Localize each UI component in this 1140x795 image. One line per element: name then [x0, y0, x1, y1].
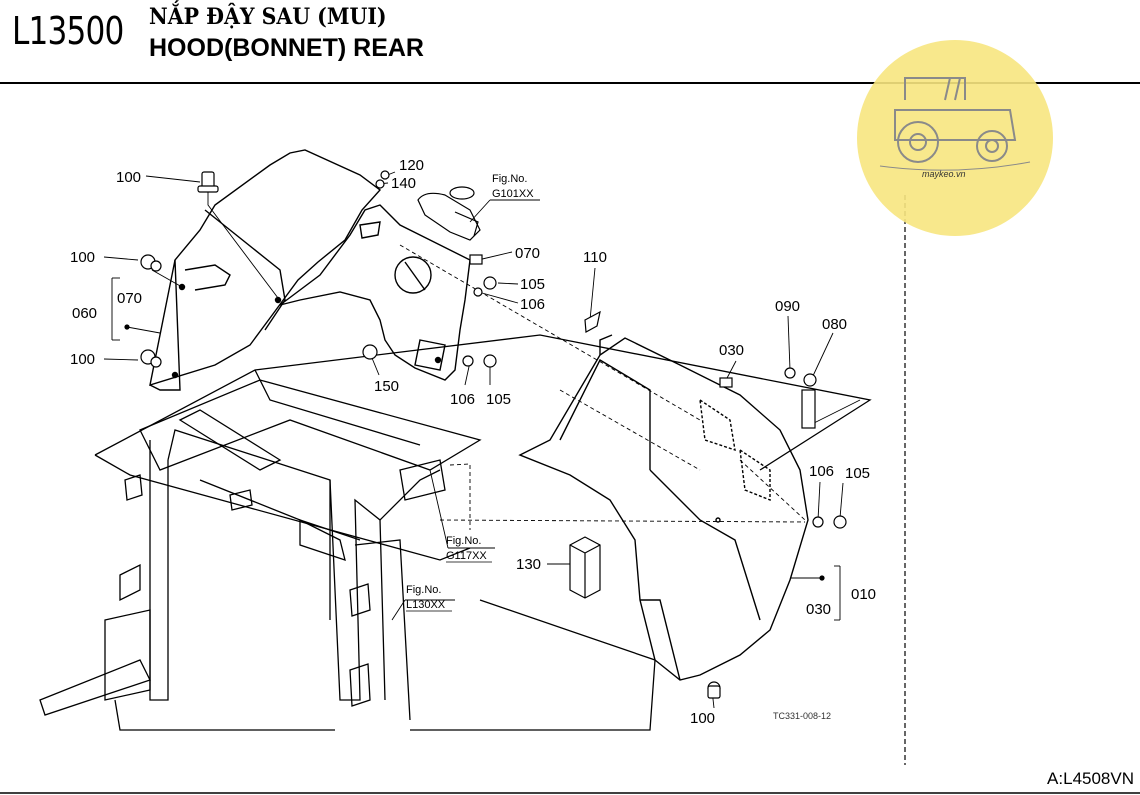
callout: 106: [520, 296, 545, 313]
callout: 120: [399, 157, 424, 174]
callout: 060: [72, 305, 97, 322]
dashed-leader-lines: [399, 244, 806, 530]
callout: 106: [450, 391, 475, 408]
callout: 150: [374, 378, 399, 395]
hood-panel-right: [518, 334, 809, 681]
leader-lines: [103, 171, 861, 709]
air-intake-part: [417, 186, 481, 241]
callout: 130: [516, 556, 541, 573]
fig-ref-code: G101XX: [492, 188, 534, 200]
callout: 070: [117, 290, 142, 307]
section-code: L13500: [12, 9, 124, 53]
fig-ref-g117xx: Fig.No. G117XX: [446, 535, 492, 563]
callout: 070: [515, 245, 540, 262]
callout-labels: 100 120 140 070 105 106 100 070 060 100 …: [70, 157, 876, 727]
title-vietnamese: NẮP ĐẬY SAU (MUI): [149, 4, 387, 30]
fig-ref-code: L130XX: [406, 599, 446, 611]
callout: 030: [806, 601, 831, 618]
drawing-number: TC331-008-12: [773, 711, 831, 721]
callout: 110: [583, 249, 607, 266]
callout: 140: [391, 175, 416, 192]
hood-panel-left: [149, 149, 382, 391]
fig-ref-code: G117XX: [446, 550, 487, 562]
callout: 100: [70, 351, 95, 368]
callout: 080: [822, 316, 847, 333]
fig-ref-prefix: Fig.No.: [446, 535, 481, 547]
fig-ref-l130xx: Fig.No. L130XX: [406, 584, 452, 612]
callout: 100: [116, 169, 141, 186]
callout: 100: [70, 249, 95, 266]
title-english: HOOD(BONNET) REAR: [149, 34, 424, 62]
callout: 090: [775, 298, 800, 315]
hood-panel-center: [279, 204, 471, 381]
fig-ref-g101xx: Fig.No. G101XX: [492, 173, 534, 200]
callout: 106: [809, 463, 834, 480]
fasteners: [124, 170, 847, 699]
footer-code: A:L4508VN: [1047, 769, 1134, 788]
callout: 105: [486, 391, 511, 408]
callout: 100: [690, 710, 715, 727]
callout: 105: [845, 465, 870, 482]
callout: 030: [719, 342, 744, 359]
fig-ref-prefix: Fig.No.: [406, 584, 441, 596]
watermark-logo: maykeo.vn: [857, 40, 1053, 236]
callout: 105: [520, 276, 545, 293]
callout: 010: [851, 586, 876, 603]
watermark-text: maykeo.vn: [922, 169, 966, 179]
fig-ref-prefix: Fig.No.: [492, 173, 527, 185]
